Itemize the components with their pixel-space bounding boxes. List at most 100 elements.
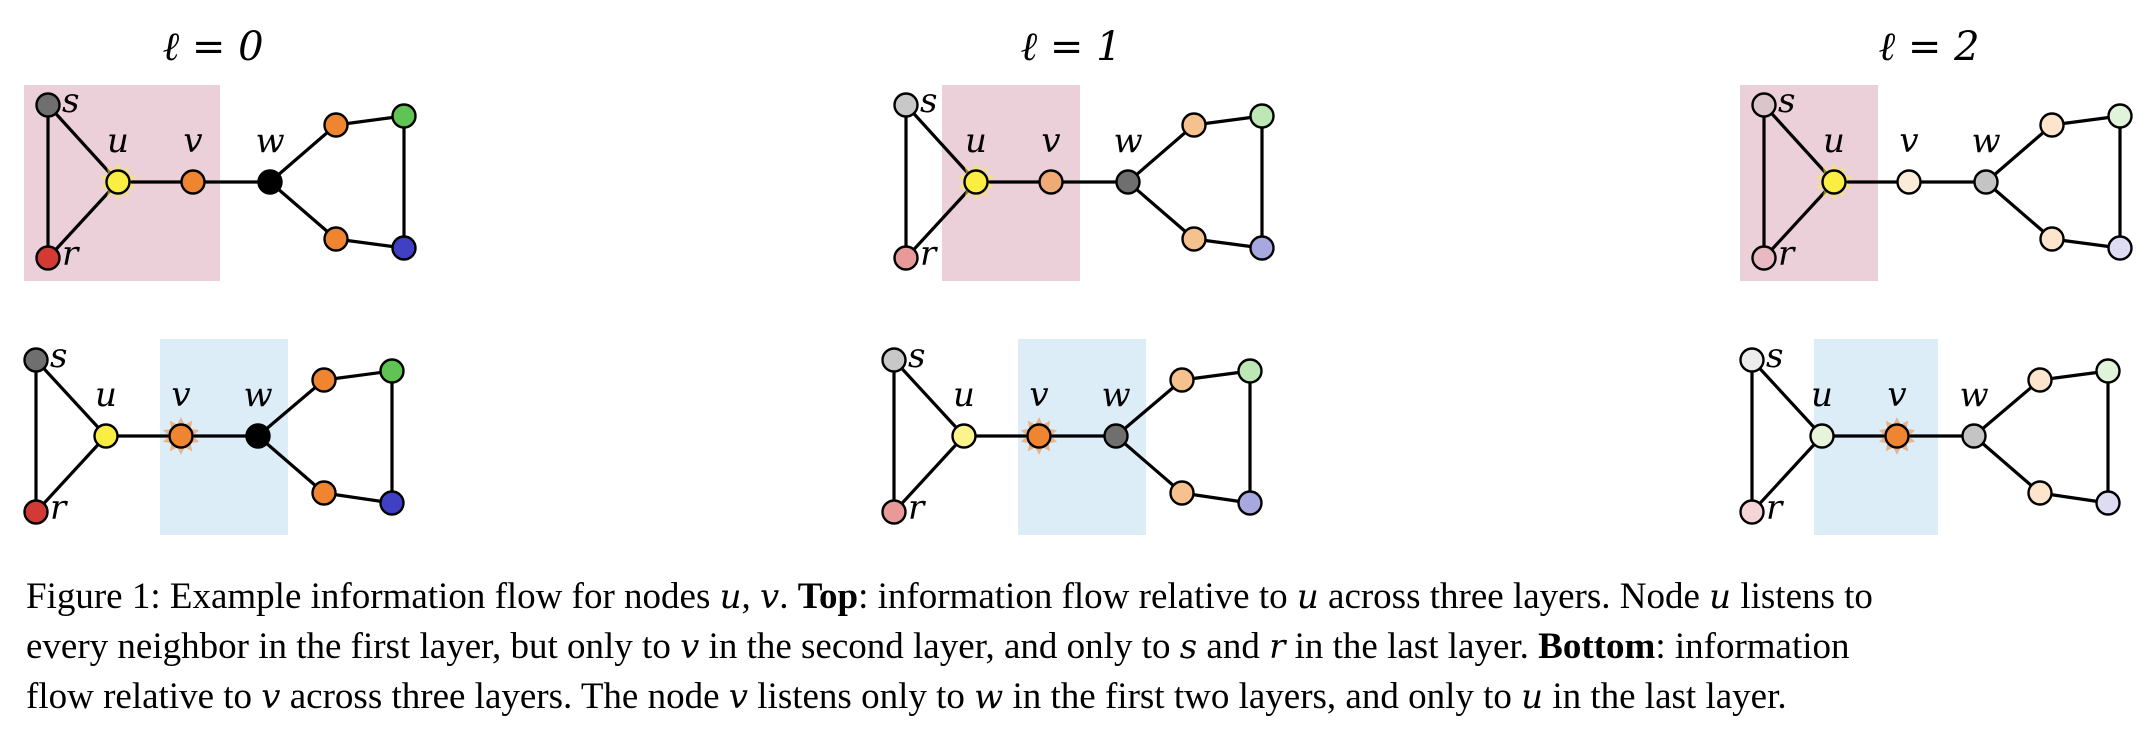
node-b: [1237, 490, 1263, 516]
edge-w-o1: [1972, 378, 2042, 438]
node-o1: [2039, 112, 2065, 138]
edge-s-u: [904, 103, 978, 184]
node-label-u: u: [1823, 121, 1845, 161]
node-v: [1026, 423, 1052, 449]
node-label-v: v: [1899, 121, 1918, 161]
node-label-v: v: [1041, 121, 1060, 161]
node-w: [1103, 423, 1129, 449]
node-label-w: w: [255, 121, 284, 161]
node-label-w: w: [243, 375, 272, 415]
node-r: [1751, 245, 1777, 271]
edge-r-u: [1750, 434, 1824, 514]
caption-math-symbol: u: [719, 577, 742, 617]
caption-math-symbol: u: [1709, 577, 1732, 617]
node-label-s: s: [1778, 81, 1795, 121]
node-w: [245, 423, 271, 449]
edge-w-o2: [1984, 180, 2054, 241]
edge-s-u: [1750, 358, 1824, 438]
node-b: [2107, 235, 2133, 261]
node-o2: [2039, 226, 2065, 252]
edge-s-u: [1762, 103, 1836, 184]
layer-title-2: ℓ = 2: [1878, 24, 1979, 70]
caption-bold-text: Top: [797, 576, 859, 617]
node-r: [893, 245, 919, 271]
node-label-u: u: [1811, 375, 1833, 415]
caption-math-symbol: r: [1269, 627, 1286, 667]
node-v: [180, 169, 206, 195]
node-r: [881, 499, 907, 525]
caption-math-symbol: v: [261, 677, 281, 717]
layer-title-0: ℓ = 0: [162, 24, 263, 70]
node-label-w: w: [1959, 375, 1988, 415]
node-label-v: v: [1887, 375, 1906, 415]
node-o2: [1181, 226, 1207, 252]
node-label-w: w: [1113, 121, 1142, 161]
caption-text: listens only to: [748, 676, 975, 717]
node-g: [2107, 103, 2133, 129]
caption-math-symbol: u: [1296, 577, 1319, 617]
caption-text: listens to: [1731, 576, 1873, 617]
node-o2: [311, 480, 337, 506]
node-label-v: v: [183, 121, 202, 161]
caption-math-symbol: v: [680, 627, 700, 667]
node-label-u: u: [965, 121, 987, 161]
node-g: [1249, 103, 1275, 129]
node-label-w: w: [1971, 121, 2000, 161]
panel-top-l2: s r u v w: [1740, 81, 2133, 281]
caption-line-1: Figure 1: Example information flow for n…: [26, 572, 2126, 622]
node-u: [963, 169, 989, 195]
node-v: [1884, 423, 1910, 449]
edge-w-o1: [256, 378, 326, 438]
node-u: [105, 169, 131, 195]
node-u: [93, 423, 119, 449]
node-v: [1038, 169, 1064, 195]
node-o1: [311, 367, 337, 393]
node-label-v: v: [1029, 375, 1048, 415]
caption-math-symbol: w: [974, 677, 1004, 717]
node-label-s: s: [50, 336, 67, 376]
node-w: [1973, 169, 1999, 195]
caption-text: flow relative to: [26, 676, 262, 717]
caption-text: in the second layer, and only to: [699, 626, 1180, 667]
caption-text: : information: [1655, 626, 1850, 667]
node-label-u: u: [107, 121, 129, 161]
node-label-v: v: [171, 375, 190, 415]
node-label-r: r: [908, 488, 926, 528]
edge-w-o1: [1126, 123, 1196, 184]
node-w: [1115, 169, 1141, 195]
node-g: [391, 103, 417, 129]
node-label-r: r: [1778, 234, 1796, 274]
node-b: [379, 490, 405, 516]
caption-text: across three layers. Node: [1318, 576, 1710, 617]
edge-w-o2: [1114, 434, 1184, 495]
node-s: [881, 347, 907, 373]
edge-w-o2: [1972, 434, 2042, 495]
caption-text: in the first two layers, and only to: [1003, 676, 1522, 717]
node-s: [1739, 347, 1765, 373]
node-s: [23, 347, 49, 373]
node-label-s: s: [908, 336, 925, 376]
node-v: [1896, 169, 1922, 195]
edge-w-o1: [1114, 378, 1184, 438]
node-label-s: s: [920, 81, 937, 121]
node-r: [23, 499, 49, 525]
node-o1: [1169, 367, 1195, 393]
edge-w-o2: [268, 180, 338, 241]
caption-text: and: [1197, 626, 1270, 667]
edge-s-u: [892, 358, 966, 438]
node-o2: [2027, 480, 2053, 506]
node-label-u: u: [95, 375, 117, 415]
edge-s-u: [46, 103, 120, 184]
node-u: [951, 423, 977, 449]
node-label-u: u: [953, 375, 975, 415]
node-b: [2095, 490, 2121, 516]
caption-text: in the last layer.: [1285, 626, 1539, 667]
node-label-w: w: [1101, 375, 1130, 415]
caption-math-symbol: v: [728, 677, 749, 717]
edge-r-u: [892, 434, 966, 514]
